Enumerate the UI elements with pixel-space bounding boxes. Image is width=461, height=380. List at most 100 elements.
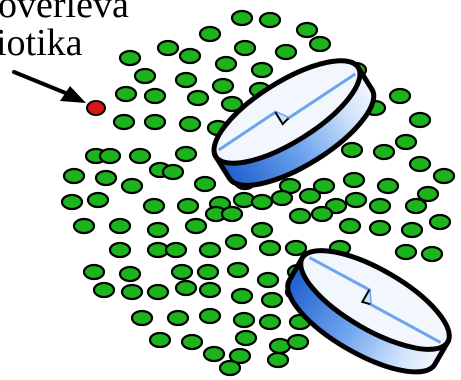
green-bacterium-icon — [434, 169, 454, 183]
green-bacterium-icon — [290, 209, 310, 223]
green-bacterium-icon — [232, 11, 252, 25]
green-bacterium-icon — [64, 169, 84, 183]
green-bacterium-icon — [158, 41, 178, 55]
green-bacterium-icon — [344, 173, 364, 187]
green-bacterium-icon — [200, 309, 220, 323]
green-bacterium-icon — [252, 63, 272, 77]
green-bacterium-icon — [188, 91, 208, 105]
green-bacterium-icon — [180, 117, 200, 131]
green-bacterium-icon — [148, 285, 168, 299]
green-bacterium-icon — [62, 195, 82, 209]
green-bacterium-icon — [74, 219, 94, 233]
green-bacterium-icon — [150, 333, 170, 347]
green-bacterium-icon — [390, 89, 410, 103]
green-bacterium-icon — [346, 193, 366, 207]
green-bacterium-icon — [396, 135, 416, 149]
green-bacterium-icon — [166, 243, 186, 257]
green-bacterium-icon — [300, 189, 320, 203]
green-bacterium-icon — [226, 235, 246, 249]
green-bacterium-icon — [176, 281, 196, 295]
green-bacterium-icon — [310, 37, 330, 51]
arrow-shaft — [14, 72, 68, 94]
green-bacterium-icon — [148, 223, 168, 237]
green-bacterium-icon — [145, 89, 165, 103]
pointer-arrow-group — [14, 72, 86, 103]
green-bacterium-icon — [163, 165, 183, 179]
green-bacterium-icon — [110, 243, 130, 257]
green-bacterium-icon — [195, 177, 215, 191]
green-bacterium-icon — [232, 289, 252, 303]
green-bacterium-icon — [340, 219, 360, 233]
green-bacterium-icon — [144, 199, 164, 213]
green-bacterium-icon — [200, 283, 220, 297]
green-bacterium-icon — [402, 223, 422, 237]
green-bacterium-icon — [122, 285, 142, 299]
green-bacterium-icon — [216, 57, 236, 71]
green-bacterium-icon — [122, 179, 142, 193]
green-bacterium-icon — [100, 149, 120, 163]
green-bacterium-icon — [220, 361, 240, 375]
green-bacterium-icon — [178, 199, 198, 213]
surviving-bacterium-group — [87, 101, 105, 115]
green-bacterium-icon — [234, 193, 254, 207]
green-bacterium-icon — [286, 241, 306, 255]
green-bacterium-icon — [96, 171, 116, 185]
green-bacterium-icon — [213, 79, 233, 93]
green-bacterium-icon — [130, 149, 150, 163]
green-bacterium-icon — [262, 293, 282, 307]
green-bacterium-icon — [198, 265, 218, 279]
green-bacterium-icon — [234, 313, 254, 327]
green-bacterium-icon — [116, 87, 136, 101]
green-bacterium-icon — [342, 143, 362, 157]
green-bacterium-icon — [272, 191, 292, 205]
green-bacterium-icon — [396, 245, 416, 259]
green-bacterium-icon — [260, 241, 280, 255]
green-bacterium-icon — [180, 49, 200, 63]
green-bacterium-icon — [268, 353, 288, 367]
green-bacterium-icon — [132, 311, 152, 325]
green-bacterium-icon — [114, 115, 134, 129]
green-bacterium-icon — [260, 13, 280, 27]
green-bacterium-icon — [222, 207, 242, 221]
green-bacterium-icon — [430, 215, 450, 229]
green-bacterium-icon — [182, 335, 202, 349]
green-bacterium-icon — [288, 335, 308, 349]
green-bacterium-icon — [172, 265, 192, 279]
green-bacterium-icon — [186, 219, 206, 233]
green-bacterium-icon — [94, 283, 114, 297]
green-bacterium-icon — [276, 45, 296, 59]
green-bacterium-icon — [135, 69, 155, 83]
arrow-icon — [60, 86, 86, 103]
green-bacterium-icon — [410, 113, 430, 127]
green-bacterium-icon — [312, 207, 332, 221]
green-bacterium-icon — [258, 273, 278, 287]
green-bacterium-icon — [252, 223, 272, 237]
green-bacterium-icon — [200, 27, 220, 41]
green-bacterium-icon — [228, 263, 248, 277]
green-bacterium-icon — [110, 219, 130, 233]
green-bacterium-icon — [252, 195, 272, 209]
green-bacterium-icon — [236, 331, 256, 345]
green-bacterium-icon — [374, 145, 394, 159]
green-bacterium-icon — [370, 221, 390, 235]
green-bacterium-icon — [84, 265, 104, 279]
green-bacterium-icon — [297, 23, 317, 37]
green-bacterium-icon — [120, 51, 140, 65]
green-bacterium-icon — [176, 73, 196, 87]
green-bacterium-icon — [145, 115, 165, 129]
green-bacterium-icon — [410, 157, 430, 171]
green-bacterium-icon — [88, 193, 108, 207]
green-bacterium-icon — [235, 41, 255, 55]
green-bacterium-icon — [406, 199, 426, 213]
caption-line-1: overleva — [0, 0, 129, 24]
green-bacterium-icon — [168, 311, 188, 325]
green-bacterium-icon — [204, 347, 224, 361]
green-bacterium-icon — [200, 243, 220, 257]
green-bacterium-icon — [260, 315, 280, 329]
caption-line-2: iotika — [0, 24, 83, 62]
green-bacterium-icon — [378, 179, 398, 193]
green-bacterium-icon — [120, 267, 140, 281]
green-bacterium-icon — [370, 199, 390, 213]
green-bacterium-icon — [176, 147, 196, 161]
green-bacterium-icon — [422, 247, 442, 261]
